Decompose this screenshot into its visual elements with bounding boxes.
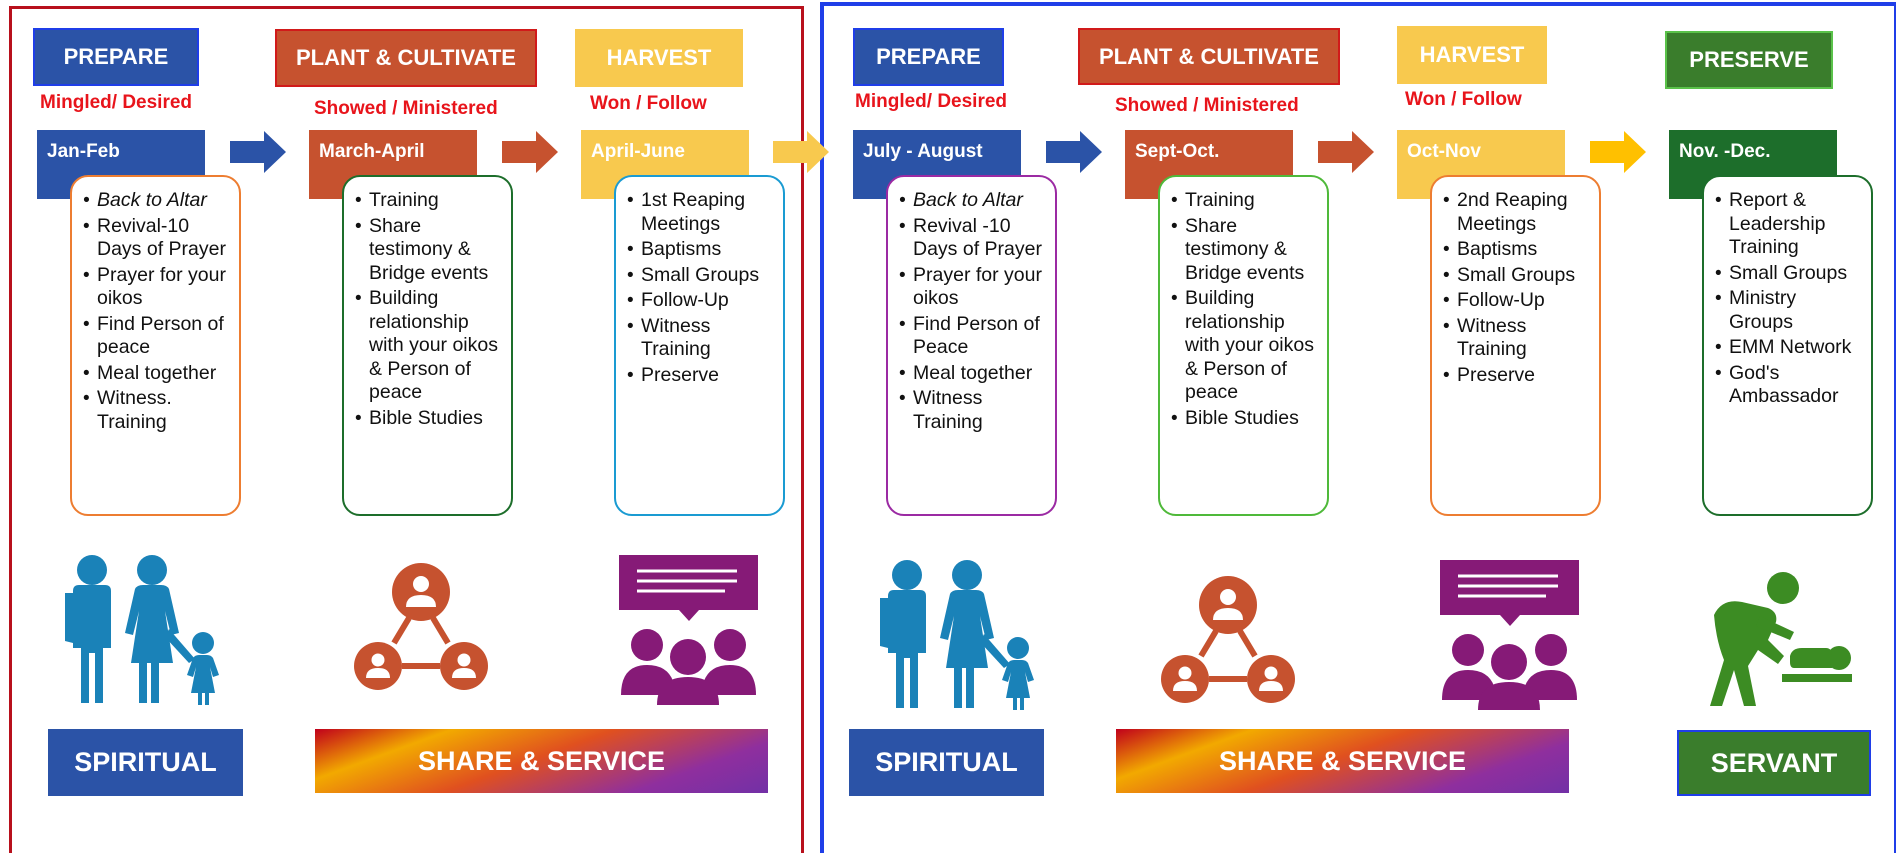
- network-icon: [1161, 576, 1295, 703]
- list-item: Small Groups: [1710, 262, 1861, 286]
- list-item: Witness. Training: [78, 387, 229, 434]
- list-item: Witness Training: [1438, 315, 1589, 362]
- stage-plant-left: PLANT & CULTIVATE: [275, 29, 537, 87]
- arrow-right-icon: [1318, 131, 1374, 173]
- plant-activities-right: Training Share testimony & Bridge events…: [1158, 175, 1329, 516]
- spiritual-label-right: SPIRITUAL: [849, 729, 1044, 796]
- prepare-activities-right: Back to Altar Revival -10 Days of Prayer…: [886, 175, 1057, 516]
- stage-harvest-left-subtitle: Won / Follow: [590, 93, 707, 114]
- list-item: Preserve: [622, 364, 773, 388]
- list-item: Share testimony & Bridge events: [1166, 215, 1317, 286]
- stage-prepare-left-subtitle: Mingled/ Desired: [40, 92, 193, 113]
- spiritual-label-left: SPIRITUAL: [48, 729, 243, 796]
- arrow-right-icon: [1590, 131, 1646, 173]
- stage-prepare-right: PREPARE: [853, 28, 1004, 86]
- list-item: Small Groups: [1438, 264, 1589, 288]
- family-icon: [65, 555, 219, 705]
- prepare-activities-left: Back to Altar Revival-10 Days of Prayer …: [70, 175, 241, 516]
- list-item: Revival-10 Days of Prayer: [78, 215, 229, 262]
- list-item: Bible Studies: [1166, 407, 1317, 431]
- list-item: Share testimony & Bridge events: [350, 215, 501, 286]
- list-item: Prayer for your oikos: [78, 264, 229, 311]
- harvest-activities-right: 2nd Reaping Meetings Baptisms Small Grou…: [1430, 175, 1601, 516]
- list-item: Find Person of peace: [78, 313, 229, 360]
- list-item: Baptisms: [622, 238, 773, 262]
- stage-plant-right: PLANT & CULTIVATE: [1078, 28, 1340, 85]
- arrow-right-icon: [230, 131, 286, 173]
- list-item: Witness Training: [622, 315, 773, 362]
- list-item: Back to Altar: [894, 189, 1045, 213]
- family-icon: [880, 560, 1034, 710]
- stage-harvest-right: HARVEST: [1397, 26, 1547, 84]
- list-item: Training: [350, 189, 501, 213]
- harvest-activities-left: 1st Reaping Meetings Baptisms Small Grou…: [614, 175, 785, 516]
- list-item: Ministry Groups: [1710, 287, 1861, 334]
- list-item: Baptisms: [1438, 238, 1589, 262]
- list-item: Building relationship with your oikos & …: [350, 287, 501, 405]
- list-item: Follow-Up: [622, 289, 773, 313]
- arrow-right-icon: [1046, 131, 1102, 173]
- list-item: EMM Network: [1710, 336, 1861, 360]
- group-meeting-icon: [619, 555, 758, 705]
- list-item: Back to Altar: [78, 189, 229, 213]
- preserve-activities-right: Report & Leadership Training Small Group…: [1702, 175, 1873, 516]
- left-panel-frame: [9, 6, 804, 853]
- list-item: 2nd Reaping Meetings: [1438, 189, 1589, 236]
- arrow-right-icon: [773, 131, 829, 173]
- list-item: Preserve: [1438, 364, 1589, 388]
- stage-prepare-left: PREPARE: [33, 28, 199, 86]
- list-item: Building relationship with your oikos & …: [1166, 287, 1317, 405]
- plant-activities-left: Training Share testimony & Bridge events…: [342, 175, 513, 516]
- list-item: Meal together: [894, 362, 1045, 386]
- group-meeting-icon: [1440, 560, 1579, 710]
- servant-label-right: SERVANT: [1677, 730, 1871, 796]
- network-icon: [354, 563, 488, 690]
- share-service-label-left: SHARE & SERVICE: [315, 729, 768, 793]
- list-item: Meal together: [78, 362, 229, 386]
- list-item: Training: [1166, 189, 1317, 213]
- list-item: God's Ambassador: [1710, 362, 1861, 409]
- share-service-label-right: SHARE & SERVICE: [1116, 729, 1569, 793]
- arrow-right-icon: [502, 131, 558, 173]
- list-item: Prayer for your oikos: [894, 264, 1045, 311]
- stage-preserve-right: PRESERVE: [1665, 31, 1833, 89]
- caregiver-icon: [1710, 572, 1852, 706]
- list-item: 1st Reaping Meetings: [622, 189, 773, 236]
- list-item: Small Groups: [622, 264, 773, 288]
- list-item: Revival -10 Days of Prayer: [894, 215, 1045, 262]
- stage-harvest-left: HARVEST: [575, 29, 743, 87]
- list-item: Follow-Up: [1438, 289, 1589, 313]
- list-item: Witness Training: [894, 387, 1045, 434]
- right-panel-frame: [820, 2, 1896, 853]
- stage-plant-left-subtitle: Showed / Ministered: [314, 98, 498, 119]
- list-item: Bible Studies: [350, 407, 501, 431]
- stage-harvest-right-subtitle: Won / Follow: [1405, 89, 1522, 110]
- stage-plant-right-subtitle: Showed / Ministered: [1115, 95, 1299, 116]
- list-item: Report & Leadership Training: [1710, 189, 1861, 260]
- stage-prepare-right-subtitle: Mingled/ Desired: [855, 91, 1008, 112]
- list-item: Find Person of Peace: [894, 313, 1045, 360]
